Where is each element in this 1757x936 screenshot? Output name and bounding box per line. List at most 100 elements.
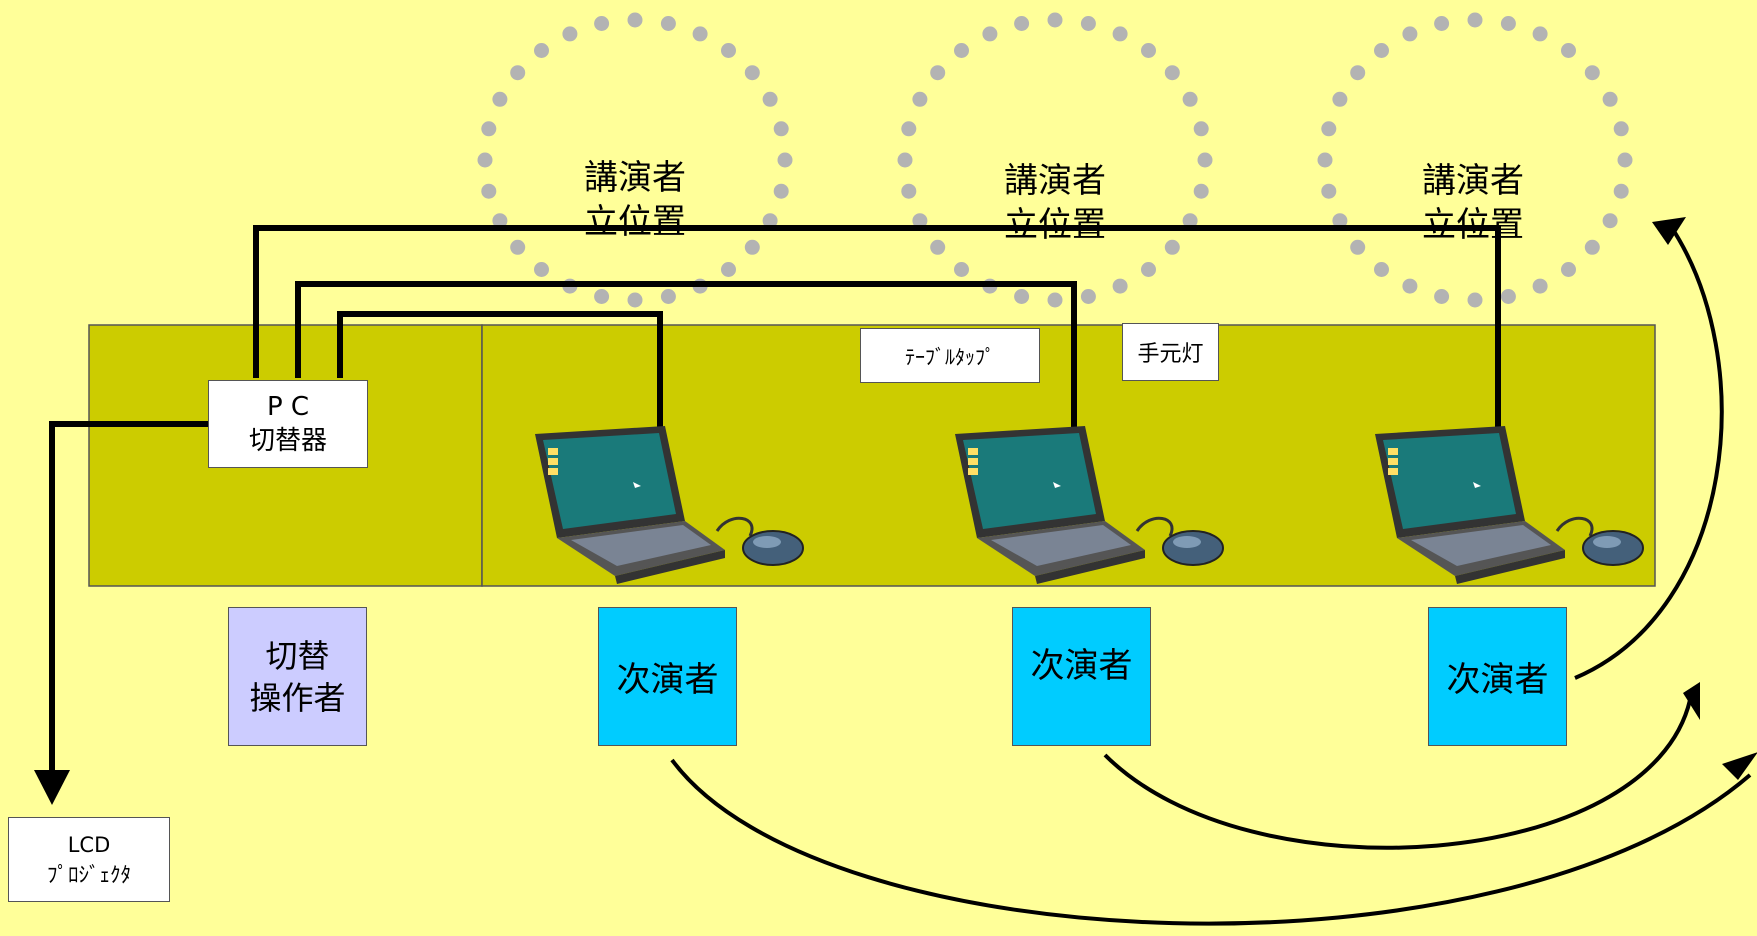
speaker-circle-dot: [1080, 289, 1096, 304]
speaker-circle-dot: [1350, 239, 1366, 255]
speaker-circle-dot: [1317, 152, 1333, 168]
hand-light-text: 手元灯: [1137, 342, 1204, 367]
speaker-circle-dot: [562, 26, 578, 42]
speaker-circle-dot: [1332, 213, 1348, 229]
speaker-circle-dot: [1080, 16, 1096, 31]
next-presenter-1: 次演者: [598, 607, 737, 746]
projector-label: LCD: [67, 832, 111, 857]
speaker-circle-dot: [1467, 292, 1483, 308]
cable-laptop-1: [337, 311, 663, 428]
arrow-presenter-3-to-podium: [1574, 223, 1724, 680]
speaker-circle-dot: [773, 121, 789, 137]
speaker-circle-dot: [1164, 239, 1180, 255]
speaker-circle-dot: [1141, 262, 1156, 277]
projector-label: ﾌﾟﾛｼﾞｪｸﾀ: [47, 862, 131, 887]
speaker-position-label-3: 講演者 立位置: [1343, 103, 1603, 303]
arrow-presenter-2-to-seat-3: [1103, 699, 1692, 850]
speaker-circle-dot: [594, 16, 610, 31]
speaker-circle-dot: [481, 121, 497, 137]
speaker-circle-dot: [777, 152, 793, 168]
speaker-circle-dot: [1532, 278, 1548, 294]
speaker-circle-dot: [481, 183, 497, 199]
speaker-circle-dot: [1561, 43, 1576, 58]
lcd-projector: LCD ﾌﾟﾛｼﾞｪｸﾀ: [8, 817, 170, 902]
speaker-circle-dot: [1561, 262, 1576, 277]
arrowhead-podium: [1652, 217, 1686, 245]
speaker-circle-dot: [744, 65, 760, 81]
arrowhead-seat-2: [1722, 752, 1757, 780]
speaker-circle-dot: [1434, 16, 1450, 31]
speaker-circle-dot: [1141, 43, 1156, 58]
speaker-circle-dot: [492, 213, 508, 229]
speaker-circle-dot: [1164, 65, 1180, 81]
speaker-circle-dot: [1193, 183, 1209, 199]
speaker-circle-dot: [744, 239, 760, 255]
speaker-circle-dot: [773, 183, 789, 199]
laptop-2: [955, 426, 1224, 584]
speaker-circle-dot: [901, 121, 917, 137]
pc-switcher-label: P C: [266, 392, 310, 422]
speaker-circle-dot: [901, 183, 917, 199]
speaker-circle-dot: [660, 289, 676, 304]
next-presenter-label: 次演者: [616, 660, 719, 700]
speaker-position-circles: [477, 12, 1633, 308]
speaker-circle-dot: [627, 12, 643, 28]
speaker-position-text: 講演者: [1004, 161, 1106, 201]
speaker-circle-dot: [930, 65, 946, 81]
speaker-circle-dot: [1500, 16, 1516, 31]
laptop-1: [535, 426, 804, 584]
speaker-circle-dot: [1047, 292, 1063, 308]
pc-switcher-label: 切替器: [248, 426, 327, 456]
speaker-circle-dot: [492, 91, 508, 107]
speaker-circle-dot: [1584, 239, 1600, 255]
switch-operator-label: 操作者: [249, 678, 346, 717]
speaker-position-label-1: 講演者 立位置: [505, 100, 765, 300]
speaker-circle-dot: [1402, 26, 1418, 42]
speaker-circle-dot: [762, 91, 778, 107]
speaker-circle-dot: [510, 239, 526, 255]
speaker-circle-dot: [477, 152, 493, 168]
speaker-circle-dot: [692, 26, 708, 42]
cable-laptop-2: [295, 281, 1077, 428]
hand-light-label: 手元灯: [1122, 323, 1219, 381]
speaker-position-text: 立位置: [1422, 205, 1524, 245]
speaker-circle-dot: [1112, 278, 1128, 294]
speaker-circle-dot: [1500, 289, 1516, 304]
switch-operator: 切替 操作者: [228, 607, 367, 746]
speaker-circle-dot: [721, 262, 736, 277]
next-presenter-label: 次演者: [1446, 660, 1549, 700]
speaker-circle-dot: [627, 292, 643, 308]
power-strip-label: ﾃｰﾌﾞﾙﾀｯﾌﾟ: [860, 328, 1040, 383]
speaker-position-text: 立位置: [1004, 205, 1106, 245]
pc-switcher: P C 切替器: [208, 380, 368, 468]
speaker-position-text: 講演者: [584, 158, 686, 198]
speaker-circle-dot: [1532, 26, 1548, 42]
arrowhead-seat-3: [1683, 682, 1700, 720]
speaker-circle-dot: [721, 43, 736, 58]
speaker-position-label-2: 講演者 立位置: [925, 103, 1185, 303]
speaker-circle-dot: [534, 262, 549, 277]
speaker-circle-dot: [1602, 213, 1618, 229]
cable-projector: [49, 421, 208, 775]
speaker-circle-dot: [1613, 121, 1629, 137]
speaker-circle-dot: [1374, 262, 1389, 277]
laptop-3: [1375, 426, 1644, 584]
speaker-circle-dot: [1374, 43, 1389, 58]
speaker-circle-dot: [1321, 183, 1337, 199]
speaker-circle-dot: [982, 26, 998, 42]
speaker-circle-dot: [1014, 16, 1030, 31]
speaker-circle-dot: [912, 91, 928, 107]
speaker-circle-dot: [912, 213, 928, 229]
speaker-circle-dot: [897, 152, 913, 168]
speaker-circle-dot: [954, 262, 969, 277]
speaker-circle-dot: [1467, 12, 1483, 28]
speaker-circle-dot: [660, 16, 676, 31]
speaker-circle-dot: [534, 43, 549, 58]
speaker-circle-dot: [1047, 12, 1063, 28]
speaker-circle-dot: [1613, 183, 1629, 199]
speaker-circle-dot: [1321, 121, 1337, 137]
speaker-circle-dot: [1112, 26, 1128, 42]
speaker-circle-dot: [1602, 91, 1618, 107]
speaker-position-text: 立位置: [584, 202, 686, 242]
